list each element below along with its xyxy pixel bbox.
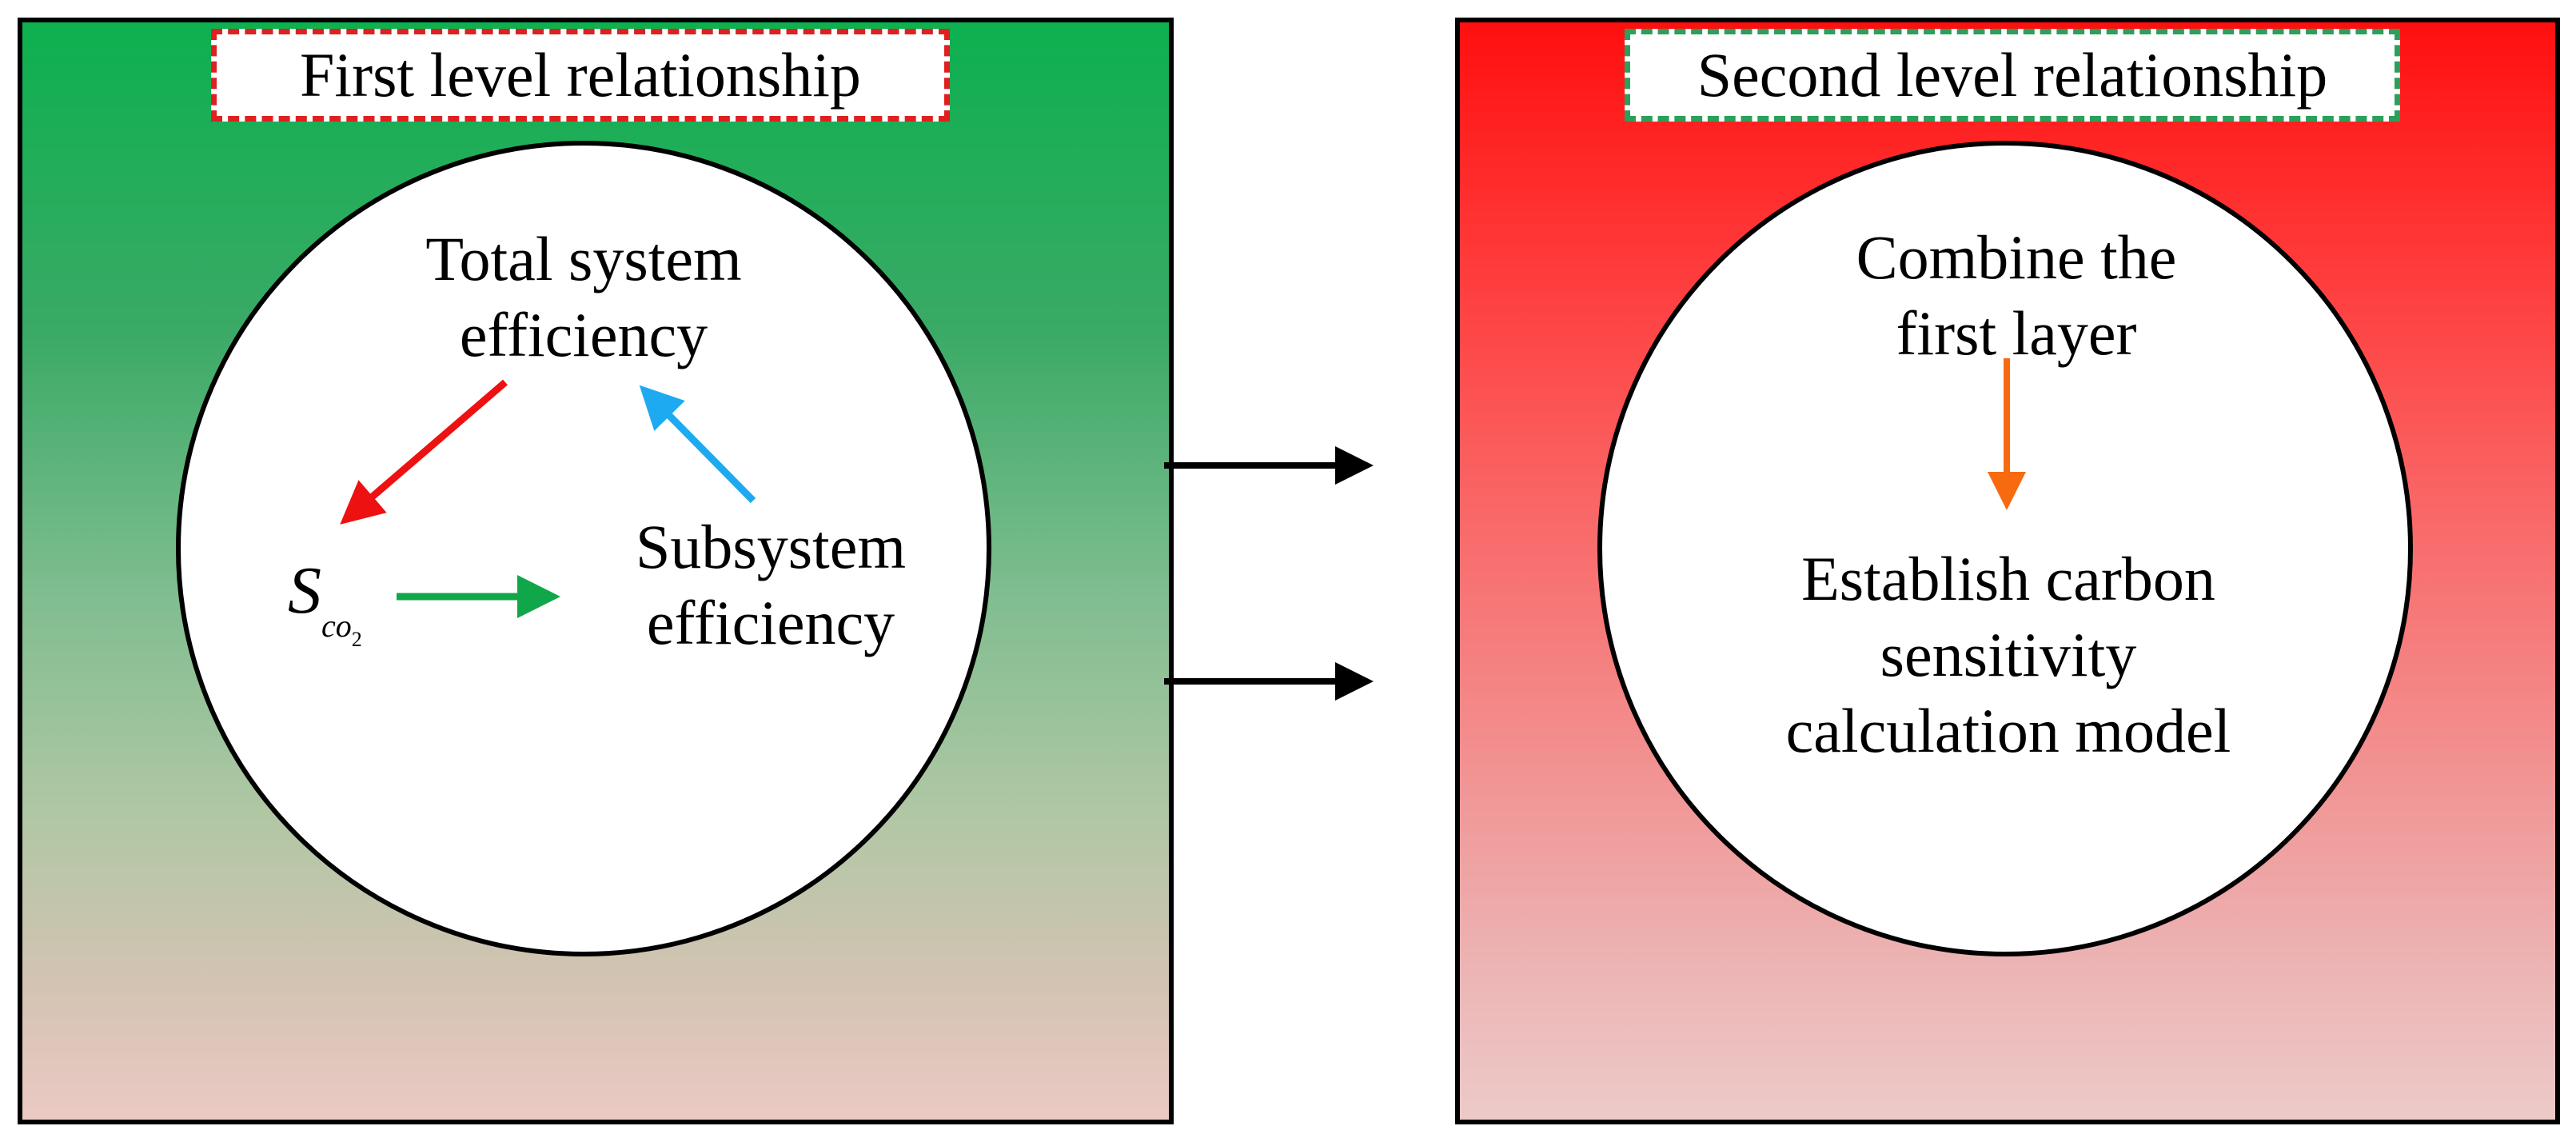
total-system-efficiency-label: Total system efficiency (425, 221, 741, 373)
first-level-panel: First level relationship Total system ef… (18, 18, 1174, 1124)
second-level-title: Second level relationship (1625, 29, 2400, 122)
subsystem-efficiency-label: Subsystem efficiency (636, 509, 906, 661)
sco2-subscript-co: co (321, 608, 352, 644)
second-level-circle: Combine the first layer Establish carbon… (1597, 141, 2413, 956)
sco2-subscript-2: 2 (351, 628, 362, 651)
sco2-subscript: co2 (321, 608, 362, 651)
first-level-title: First level relationship (211, 29, 950, 122)
establish-model-label: Establish carbon sensitivity calculation… (1786, 541, 2231, 769)
sco2-symbol: Sco2 (288, 552, 362, 651)
first-level-title-text: First level relationship (300, 40, 861, 110)
combine-first-layer-line-1: Combine the (1856, 222, 2177, 292)
total-system-efficiency-line-2: efficiency (459, 300, 708, 370)
combine-first-layer-line-2: first layer (1896, 298, 2137, 369)
combine-first-layer-label: Combine the first layer (1856, 219, 2177, 371)
subsystem-efficiency-line-2: efficiency (646, 588, 895, 658)
total-system-efficiency-line-1: Total system (425, 224, 742, 293)
first-level-circle: Total system efficiency Subsystem effici… (176, 141, 991, 956)
sco2-base: S (288, 553, 321, 628)
establish-model-line-2: sensitivity (1880, 620, 2137, 690)
second-level-panel: Second level relationship Combine the fi… (1455, 18, 2560, 1124)
second-level-title-text: Second level relationship (1697, 40, 2328, 110)
establish-model-line-1: Establish carbon (1801, 544, 2215, 613)
establish-model-line-3: calculation model (1785, 696, 2231, 766)
subsystem-efficiency-line-1: Subsystem (635, 512, 907, 581)
